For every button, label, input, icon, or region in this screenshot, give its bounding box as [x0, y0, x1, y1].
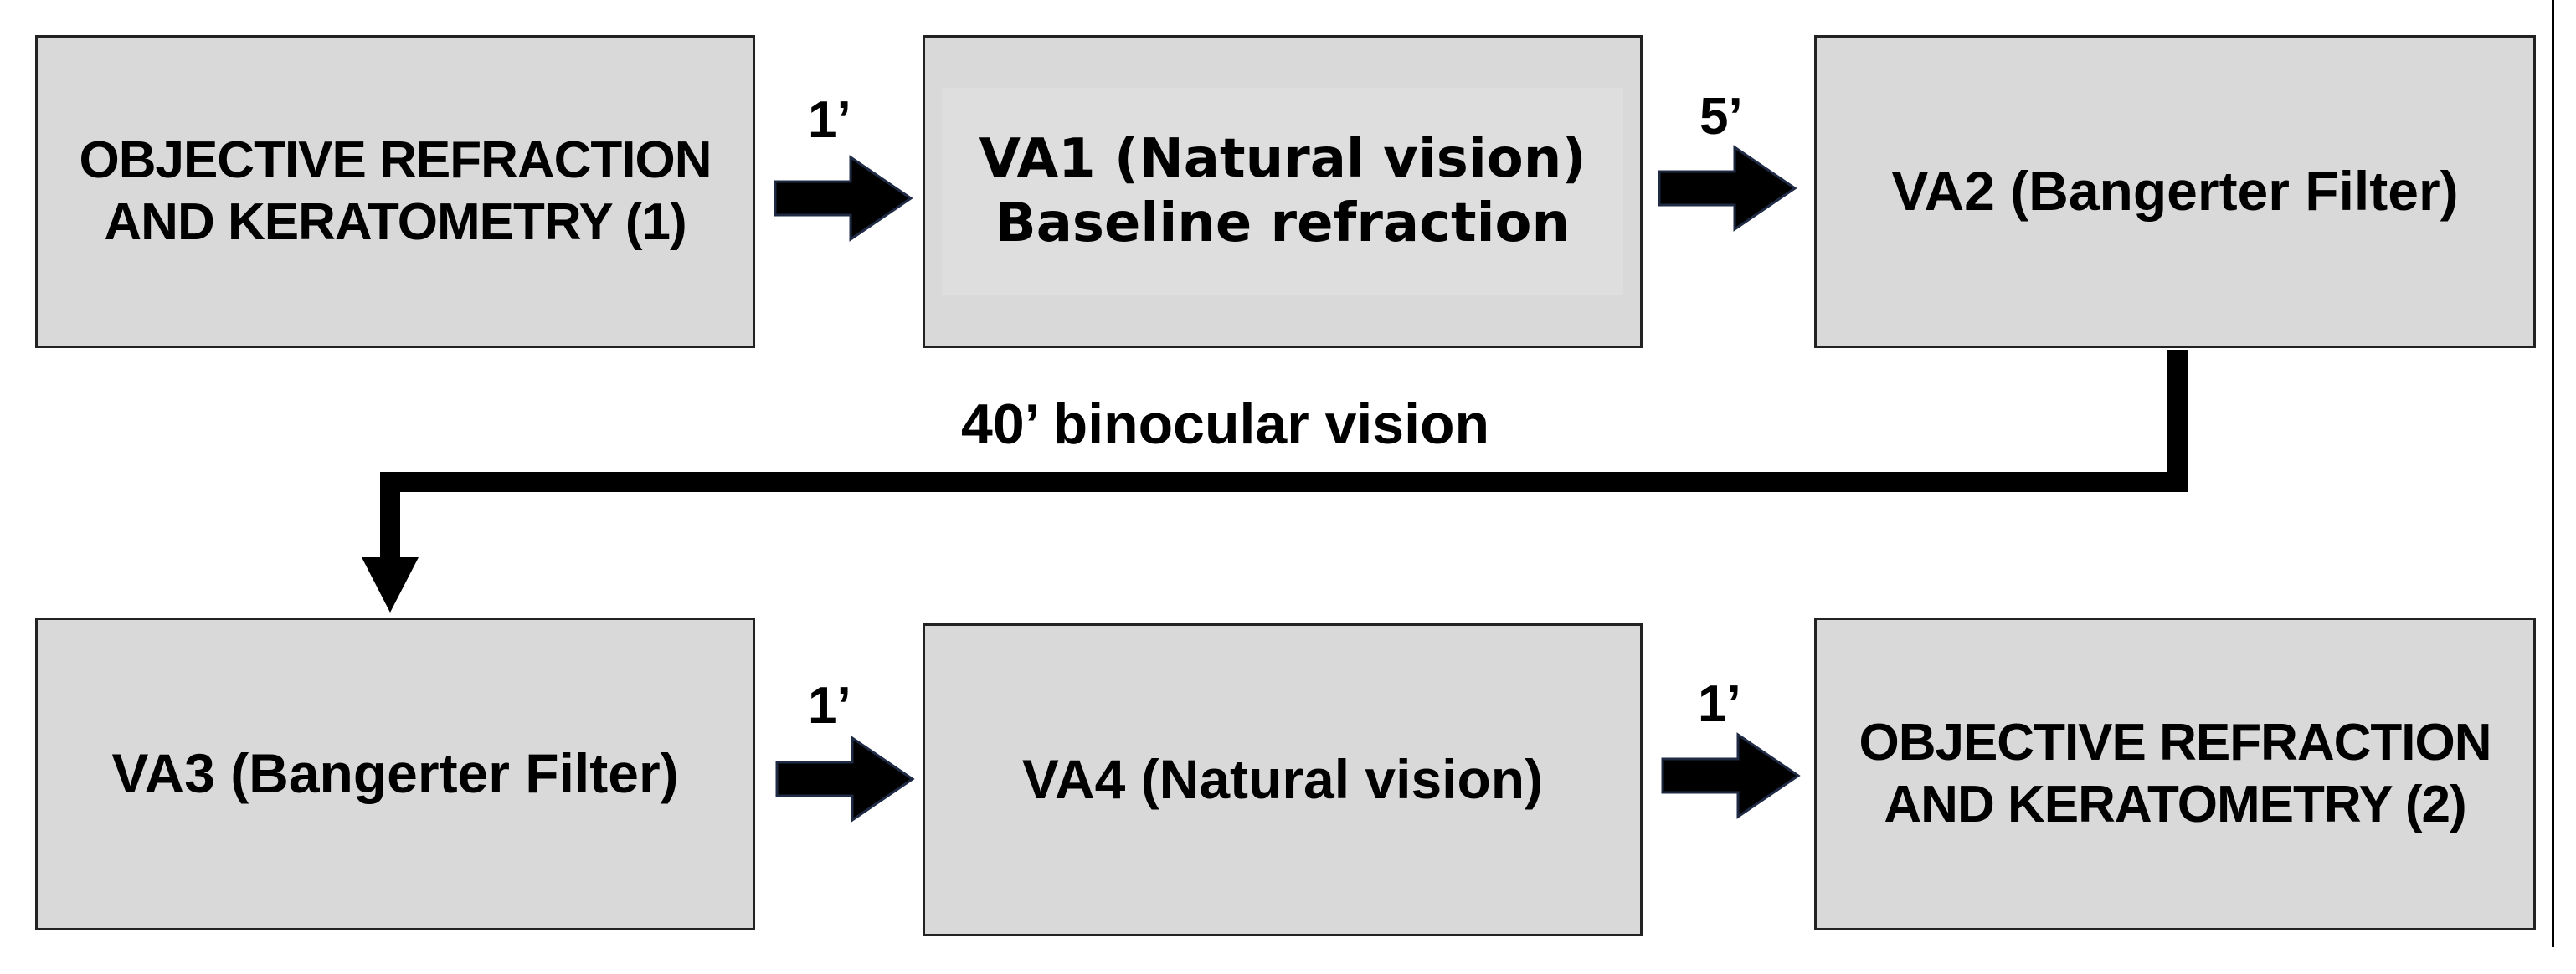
right-arrow-icon [1658, 145, 1797, 232]
box-label-line-1: VA1 (Natural vision) [979, 128, 1586, 191]
objective-refraction-keratometry-2-box: OBJECTIVE REFRACTION AND KERATOMETRY (2) [1814, 618, 2536, 930]
right-edge-divider [2552, 0, 2554, 947]
box-label-line-2: AND KERATOMETRY (2) [1884, 776, 2466, 833]
box-label-line-1: VA4 (Natural vision) [1021, 748, 1544, 811]
right-arrow-icon [774, 155, 913, 242]
box-label-line-2: AND KERATOMETRY (1) [104, 193, 686, 251]
box-label-line-1: OBJECTIVE REFRACTION [79, 131, 712, 189]
box-label-line-1: VA3 (Bangerter Filter) [111, 742, 679, 805]
arrow-time-label: 5’ [1699, 88, 1743, 146]
box-label-line-2: Baseline refraction [995, 192, 1571, 254]
objective-refraction-keratometry-1-box: OBJECTIVE REFRACTION AND KERATOMETRY (1) [35, 35, 755, 348]
va1-inner-panel [942, 88, 1623, 295]
va1-natural-vision-box: VA1 (Natural vision) Baseline refraction [923, 35, 1643, 348]
va3-bangerter-filter-box: VA3 (Bangerter Filter) [35, 618, 755, 930]
right-arrow-icon [1661, 732, 1801, 819]
va2-bangerter-filter-box: VA2 (Bangerter Filter) [1814, 35, 2536, 348]
va4-natural-vision-box: VA4 (Natural vision) [923, 623, 1643, 936]
arrow-time-label: 1’ [808, 91, 851, 149]
right-arrow-icon [775, 736, 915, 823]
connector-label: 40’ binocular vision [961, 392, 1490, 456]
arrow-time-label: 1’ [808, 677, 851, 735]
box-label-line-1: VA2 (Bangerter Filter) [1891, 160, 2459, 223]
box-label-line-1: OBJECTIVE REFRACTION [1859, 713, 2491, 772]
arrow-time-label: 1’ [1698, 675, 1741, 733]
